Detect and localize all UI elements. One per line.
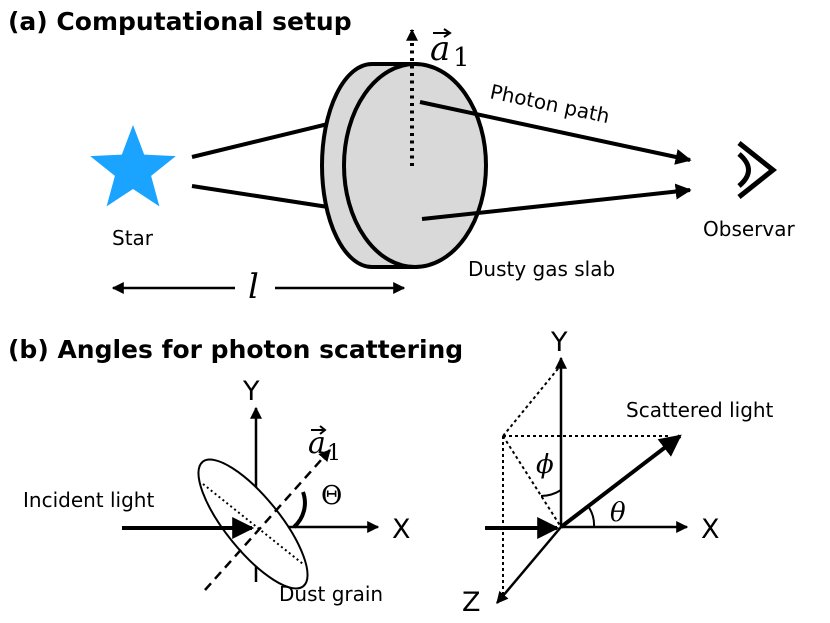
grain-axis-symbol: a 1	[308, 425, 341, 466]
projection-lines	[502, 364, 670, 600]
panel-b-title: (b) Angles for photon scattering	[8, 335, 463, 364]
left-y-label: Y	[242, 376, 260, 407]
svg-text:1: 1	[327, 441, 341, 466]
dust-grain-label: Dust grain	[279, 582, 383, 606]
grain-axis-vector	[204, 449, 331, 591]
dusty-gas-slab	[320, 62, 488, 269]
star-ray-upper	[191, 122, 329, 159]
eye-icon	[737, 141, 778, 199]
distance-symbol: l	[248, 267, 259, 307]
star-icon	[90, 125, 176, 207]
phi-symbol: ϕ	[536, 450, 554, 480]
theta-small-arc	[587, 505, 596, 528]
svg-text:a: a	[308, 426, 326, 461]
dust-grain	[197, 458, 309, 590]
photon-path-upper	[419, 100, 692, 165]
panel-a-title: (a) Computational setup	[8, 7, 352, 36]
slab-axis-symbol: a 1	[430, 28, 470, 73]
theta-small-symbol: θ	[610, 498, 626, 528]
right-x-label: X	[701, 514, 720, 545]
photon-path-lower	[421, 183, 692, 221]
left-x-label: X	[392, 514, 411, 545]
scattered-light-arrow	[559, 434, 682, 529]
phi-angle-arc	[540, 489, 562, 497]
right-z-label: Z	[462, 587, 481, 618]
right-y-label: Y	[550, 327, 568, 358]
slab-label: Dusty gas slab	[468, 257, 615, 281]
theta-big-symbol: Θ	[321, 481, 342, 511]
star-label: Star	[112, 226, 154, 250]
scattered-light-label: Scattered light	[626, 398, 774, 422]
observer-label: Observar	[703, 217, 795, 241]
theta-angle-arc	[292, 491, 307, 529]
svg-text:1: 1	[453, 43, 470, 73]
right-z-axis	[496, 526, 562, 604]
star-ray-lower	[191, 184, 329, 209]
svg-text:a: a	[430, 29, 450, 69]
incident-light-label: Incident light	[23, 488, 154, 512]
